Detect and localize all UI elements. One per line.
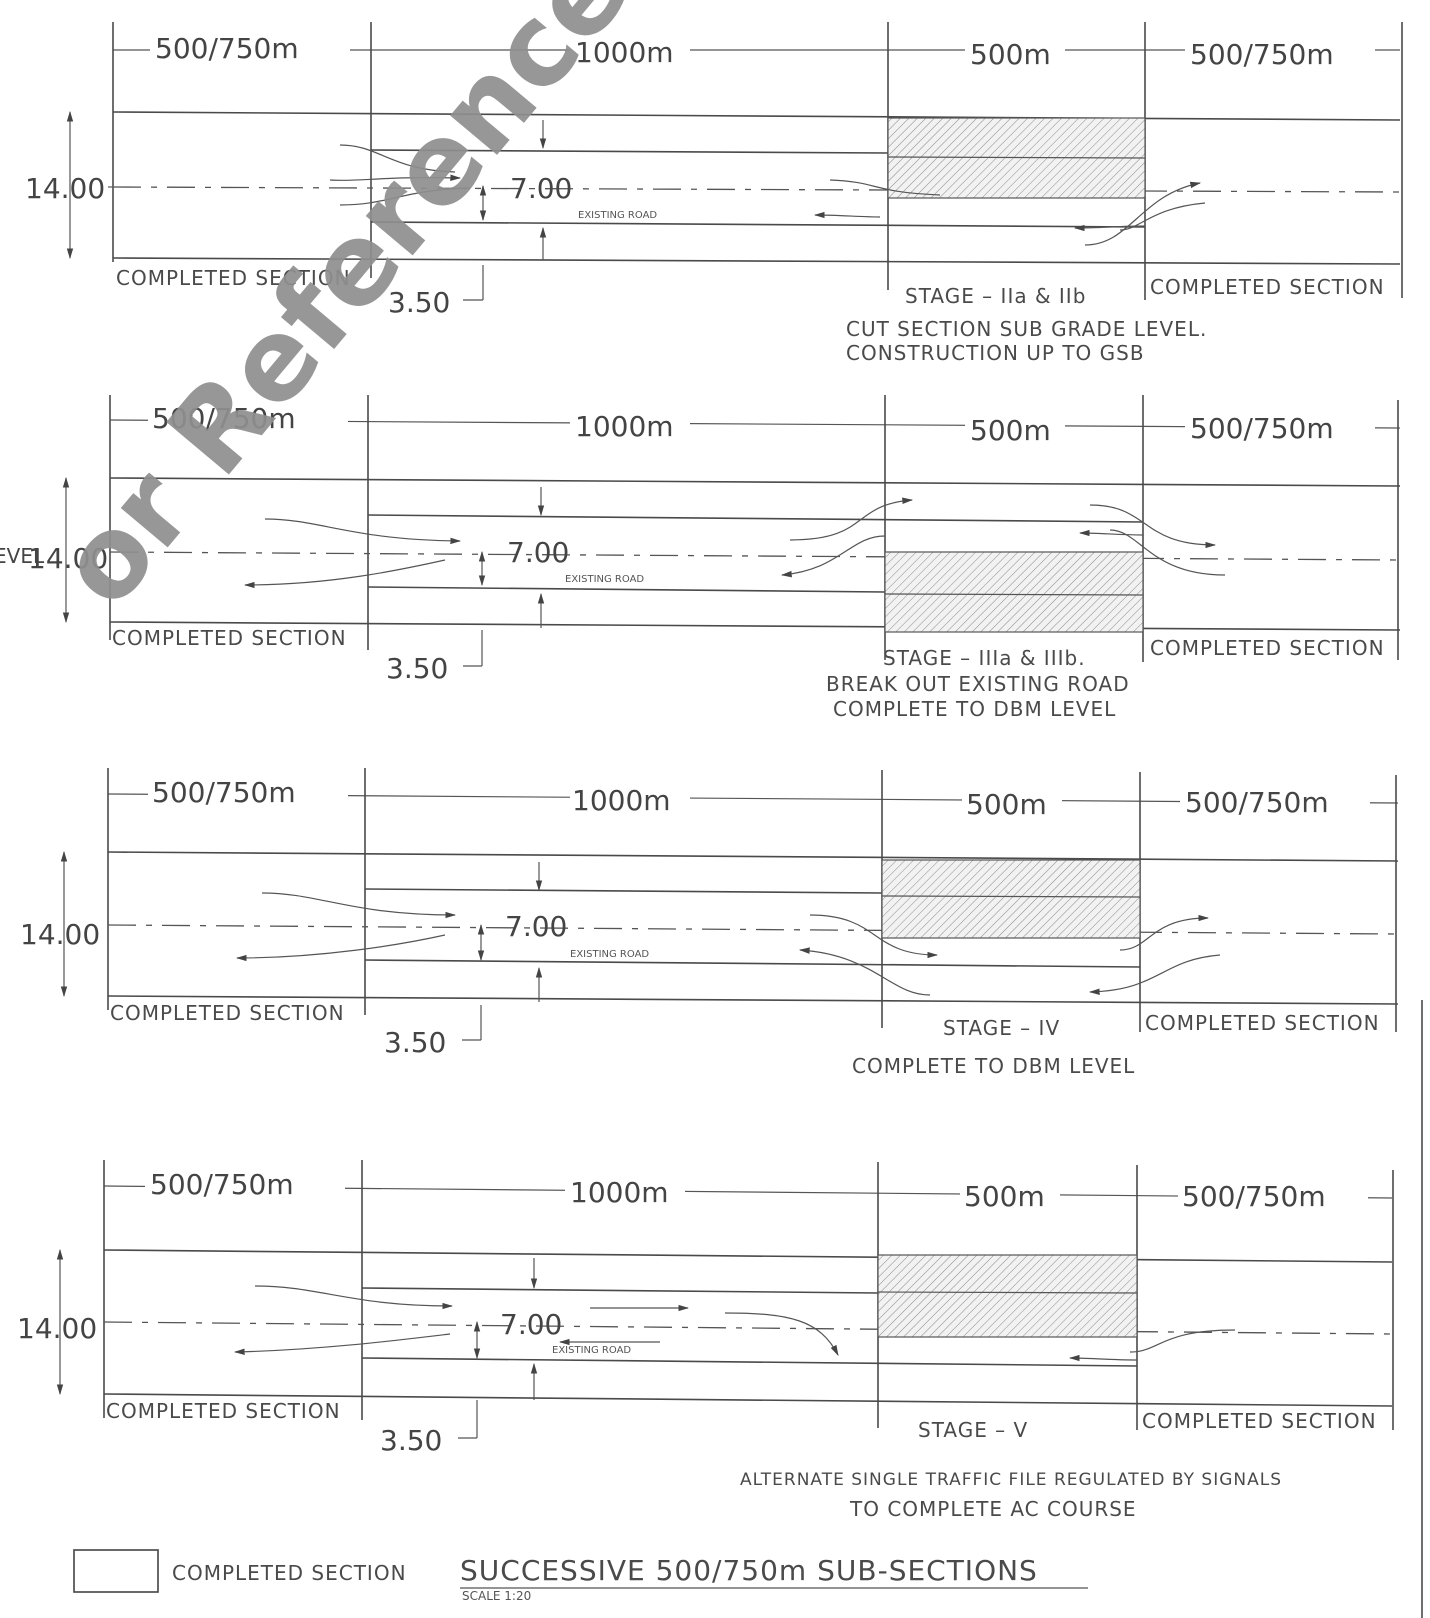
width-prefix: EVEL xyxy=(0,544,45,568)
stage-name: STAGE – IIIa & IIIb. xyxy=(883,646,1086,670)
stage-name: STAGE – V xyxy=(918,1418,1028,1442)
works-zone xyxy=(877,1254,1138,1338)
width-lane: 3.50 xyxy=(386,652,448,685)
works-zone xyxy=(884,551,1144,633)
scale-note: SCALE 1:20 xyxy=(462,1589,531,1603)
width-total: 14.00 xyxy=(20,918,100,951)
stage-note: ALTERNATE SINGLE TRAFFIC FILE REGULATED … xyxy=(740,1470,1282,1490)
stage-note: COMPLETE TO DBM LEVEL xyxy=(833,697,1116,721)
completed-section-label: COMPLETED SECTION xyxy=(110,1001,345,1025)
stage-note: COMPLETE TO DBM LEVEL xyxy=(852,1054,1135,1078)
segment-label: 500/750m xyxy=(150,1168,294,1201)
width-half: 7.00 xyxy=(507,536,569,569)
stage-name: STAGE – IV xyxy=(943,1016,1060,1040)
segment-label: 500/750m xyxy=(1190,412,1334,445)
segment-label: 500m xyxy=(966,788,1047,821)
segment-label: 500/750m xyxy=(1185,786,1329,819)
width-half: 7.00 xyxy=(505,910,567,943)
width-half: 7.00 xyxy=(510,172,572,205)
stage-note: TO COMPLETE AC COURSE xyxy=(849,1497,1137,1521)
existing-road-label: EXISTING ROAD xyxy=(565,574,644,585)
segment-label: 500/750m xyxy=(1190,38,1334,71)
segment-label: 1000m xyxy=(575,410,674,443)
stage-2: 500/750m 1000m 500m 500/750m EVEL 14.00 … xyxy=(0,395,1401,721)
segment-label: 1000m xyxy=(575,36,674,69)
existing-road-label: EXISTING ROAD xyxy=(570,949,649,960)
drawing-title: SUCCESSIVE 500/750m SUB-SECTIONS xyxy=(460,1554,1038,1587)
completed-section-label: COMPLETED SECTION xyxy=(1142,1409,1377,1433)
segment-label: 500m xyxy=(970,38,1051,71)
width-total: 14.00 xyxy=(25,172,105,205)
stage-note: CUT SECTION SUB GRADE LEVEL. xyxy=(846,317,1207,341)
completed-section-label: COMPLETED SECTION xyxy=(1145,1011,1380,1035)
segment-label: 500m xyxy=(970,414,1051,447)
width-half: 7.00 xyxy=(500,1308,562,1341)
completed-section-label: COMPLETED SECTION xyxy=(116,266,351,290)
existing-road-label: EXISTING ROAD xyxy=(552,1345,631,1356)
segment-label: 500/750m xyxy=(155,32,299,65)
segment-label: 500/750m xyxy=(152,776,296,809)
completed-section-label: COMPLETED SECTION xyxy=(1150,275,1385,299)
segment-label: 500m xyxy=(964,1180,1045,1213)
works-zone xyxy=(881,859,1141,939)
legend-swatch xyxy=(73,1549,159,1593)
width-lane: 3.50 xyxy=(380,1424,442,1457)
legend: COMPLETED SECTION SUCCESSIVE 500/750m SU… xyxy=(73,1549,1088,1603)
stage-3: 500/750m 1000m 500m 500/750m 14.00 7.00 … xyxy=(20,768,1399,1078)
segment-label: 1000m xyxy=(570,1176,669,1209)
segment-label: 500/750m xyxy=(1182,1180,1326,1213)
stage-1: 500/750m 1000m 500m 500/750m 14.00 7.00 … xyxy=(25,22,1403,365)
width-total: 14.00 xyxy=(17,1312,97,1345)
stage-name: STAGE – IIa & IIb xyxy=(905,284,1086,308)
completed-section-label: COMPLETED SECTION xyxy=(112,626,347,650)
width-lane: 3.50 xyxy=(388,286,450,319)
completed-section-label: COMPLETED SECTION xyxy=(106,1399,341,1423)
legend-label: COMPLETED SECTION xyxy=(172,1561,407,1585)
segment-label: 1000m xyxy=(572,784,671,817)
stage-note: BREAK OUT EXISTING ROAD xyxy=(826,672,1130,696)
stage-4: 500/750m 1000m 500m 500/750m 14.00 7.00 … xyxy=(17,1160,1394,1521)
stage-note: CONSTRUCTION UP TO GSB xyxy=(846,341,1145,365)
completed-section-label: COMPLETED SECTION xyxy=(1150,636,1385,660)
segment-label: 500/750m xyxy=(152,402,296,435)
existing-road-label: EXISTING ROAD xyxy=(578,210,657,221)
width-lane: 3.50 xyxy=(384,1026,446,1059)
width-total: 14.00 xyxy=(28,542,108,575)
